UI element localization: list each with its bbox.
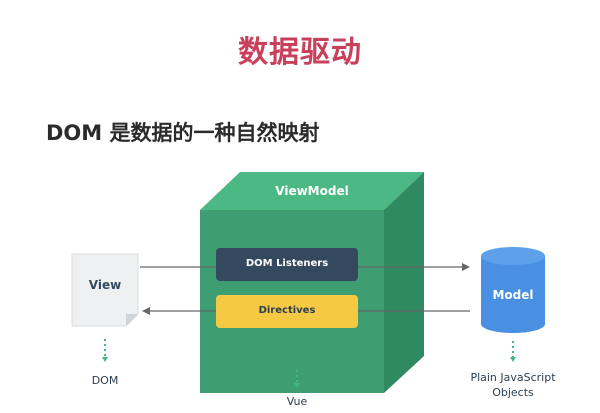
view-label: View bbox=[88, 278, 122, 292]
dom-dotted-arrowhead bbox=[102, 357, 108, 362]
page-subtitle: DOM 是数据的一种自然映射 bbox=[46, 121, 320, 145]
model-cylinder-top bbox=[481, 247, 545, 265]
view-document-fold bbox=[126, 314, 138, 326]
model-cylinder-bottom bbox=[481, 315, 545, 333]
directives-label: Directives bbox=[258, 305, 316, 316]
viewmodel-label: ViewModel bbox=[275, 184, 349, 198]
page-title: 数据驱动 bbox=[238, 35, 362, 70]
dom-listeners-label: DOM Listeners bbox=[245, 258, 329, 269]
cube-top-face bbox=[200, 172, 424, 210]
dom-caption: DOM bbox=[91, 374, 119, 387]
arrowhead-to-view bbox=[142, 307, 150, 315]
model-cylinder-body bbox=[481, 256, 545, 324]
dom-listeners-bar bbox=[216, 248, 358, 281]
vue-dotted-arrowhead bbox=[294, 383, 300, 388]
model-caption-line2: Objects bbox=[492, 386, 534, 399]
cube-side-face bbox=[384, 172, 424, 393]
model-caption-line1: Plain JavaScript bbox=[470, 371, 556, 384]
directives-bar bbox=[216, 295, 358, 328]
model-dotted-arrowhead bbox=[510, 357, 516, 362]
model-label: Model bbox=[492, 288, 534, 302]
arrowhead-to-model bbox=[462, 263, 470, 271]
vue-caption: Vue bbox=[286, 395, 308, 408]
